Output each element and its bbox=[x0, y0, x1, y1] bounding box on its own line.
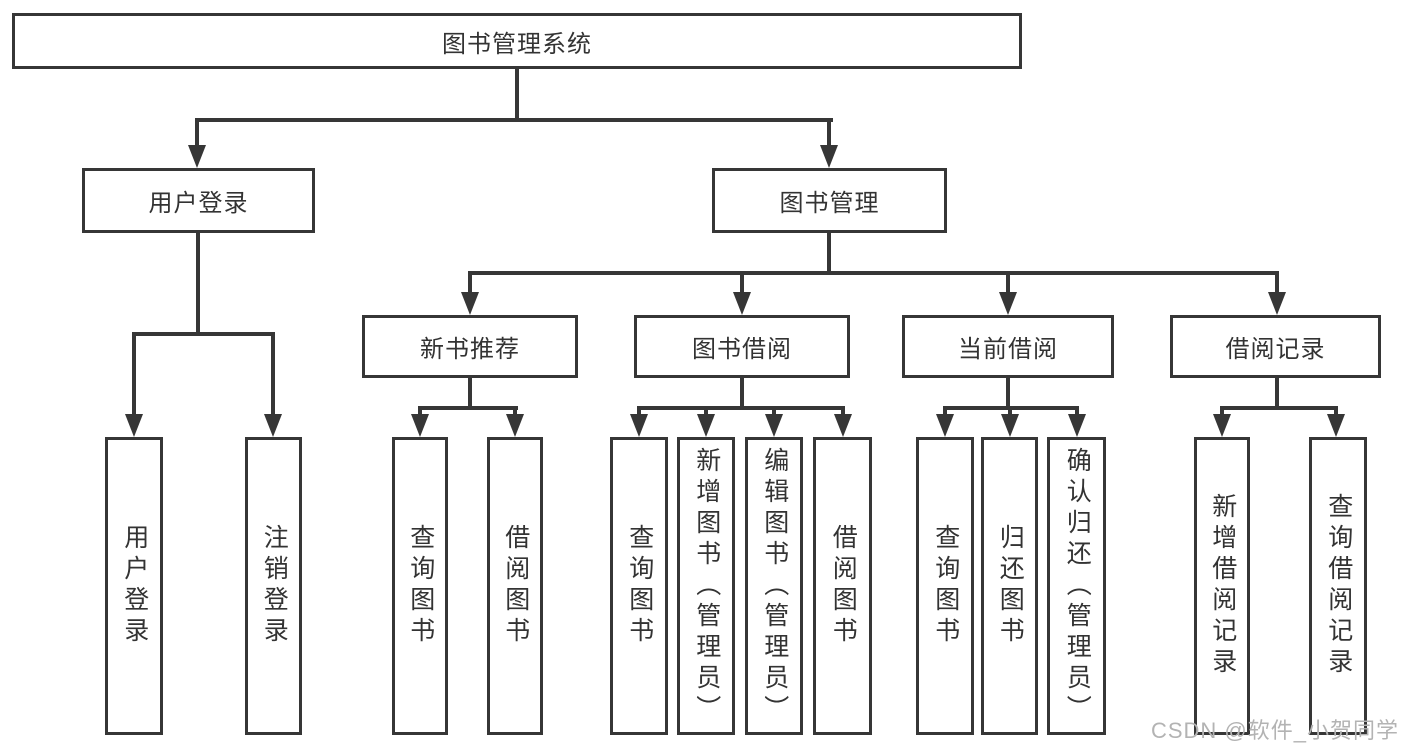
node-new-book-recommend: 新书推荐 bbox=[362, 315, 578, 378]
edge-nbr-leaf1-stem bbox=[418, 406, 422, 416]
leaf-user-login: 用户登录 bbox=[105, 437, 163, 735]
node-user-login: 用户登录 bbox=[82, 168, 315, 233]
arrowhead-borrow-record bbox=[1268, 292, 1286, 315]
edge-login-leaf2-stem bbox=[271, 332, 275, 416]
leaf-cb-search-books: 查询图书 bbox=[916, 437, 974, 735]
edge-cb-leaf1-stem bbox=[943, 406, 947, 416]
arrowhead-bb-leaf2 bbox=[697, 414, 715, 437]
edge-current-borrow-stem bbox=[1006, 271, 1010, 295]
edge-bb-leaf1-stem bbox=[637, 406, 641, 416]
leaf-logout-label: 注销登录 bbox=[260, 524, 289, 648]
edge-to-user-login-stem bbox=[195, 118, 199, 148]
edge-book-mgmt-trunk bbox=[827, 233, 831, 275]
leaf-bb-search-books-label: 查询图书 bbox=[625, 524, 654, 648]
leaf-bb-search-books: 查询图书 bbox=[610, 437, 668, 735]
node-current-borrowing: 当前借阅 bbox=[902, 315, 1114, 378]
leaf-cb-return-books: 归还图书 bbox=[981, 437, 1038, 735]
edge-book-mgmt-split bbox=[468, 271, 1279, 275]
leaf-cb-return-books-label: 归还图书 bbox=[996, 524, 1025, 648]
arrowhead-bb-leaf3 bbox=[765, 414, 783, 437]
leaf-br-add-record-label: 新增借阅记录 bbox=[1208, 493, 1237, 679]
node-book-borrowing-label: 图书借阅 bbox=[692, 336, 792, 363]
leaf-bb-add-books-admin-label: 新增图书（管理员） bbox=[692, 446, 721, 726]
arrowhead-book-borrow bbox=[733, 292, 751, 315]
edge-bb-leaf3-stem bbox=[772, 406, 776, 416]
node-new-book-recommend-label: 新书推荐 bbox=[420, 336, 520, 363]
arrowhead-book-mgmt bbox=[820, 145, 838, 168]
node-book-management: 图书管理 bbox=[712, 168, 947, 233]
arrowhead-login-leaf2 bbox=[264, 414, 282, 437]
edge-user-login-trunk bbox=[196, 233, 200, 336]
edge-cb-leaf3-stem bbox=[1075, 406, 1079, 416]
csdn-watermark: CSDN @软件_小贺同学 bbox=[1150, 718, 1399, 743]
arrowhead-login-leaf1 bbox=[125, 414, 143, 437]
arrowhead-current-borrow bbox=[999, 292, 1017, 315]
edge-root-split bbox=[195, 118, 833, 122]
edge-br-leaf1-stem bbox=[1220, 406, 1224, 416]
leaf-nbr-borrow-books: 借阅图书 bbox=[487, 437, 543, 735]
leaf-bb-add-books-admin: 新增图书（管理员） bbox=[677, 437, 735, 735]
leaf-br-search-record: 查询借阅记录 bbox=[1309, 437, 1367, 735]
edge-nbr-trunk bbox=[468, 378, 472, 410]
arrowhead-cb-leaf1 bbox=[936, 414, 954, 437]
edge-book-borrow-stem bbox=[740, 271, 744, 295]
edge-nbr-leaf2-stem bbox=[513, 406, 517, 416]
arrowhead-br-leaf1 bbox=[1213, 414, 1231, 437]
leaf-bb-edit-books-admin-label: 编辑图书（管理员） bbox=[760, 446, 789, 726]
leaf-nbr-search-books-label: 查询图书 bbox=[406, 524, 435, 648]
leaf-user-login-label: 用户登录 bbox=[120, 524, 149, 648]
leaf-nbr-search-books: 查询图书 bbox=[392, 437, 448, 735]
leaf-cb-confirm-return-admin: 确认归还（管理员） bbox=[1047, 437, 1106, 735]
leaf-br-search-record-label: 查询借阅记录 bbox=[1324, 493, 1353, 679]
leaf-cb-confirm-return-admin-label: 确认归还（管理员） bbox=[1063, 446, 1092, 726]
node-book-borrowing: 图书借阅 bbox=[634, 315, 850, 378]
edge-bb-split bbox=[637, 406, 845, 410]
edge-br-leaf2-stem bbox=[1334, 406, 1338, 416]
node-book-management-label: 图书管理 bbox=[779, 190, 880, 217]
edge-to-book-mgmt-stem bbox=[827, 118, 831, 148]
leaf-cb-search-books-label: 查询图书 bbox=[931, 524, 960, 648]
edge-br-trunk bbox=[1275, 378, 1279, 410]
leaf-br-add-record: 新增借阅记录 bbox=[1194, 437, 1250, 735]
node-borrowing-records-label: 借阅记录 bbox=[1225, 336, 1326, 363]
edge-borrow-record-stem bbox=[1275, 271, 1279, 295]
node-borrowing-records: 借阅记录 bbox=[1170, 315, 1381, 378]
edge-bb-leaf4-stem bbox=[841, 406, 845, 416]
arrowhead-br-leaf2 bbox=[1327, 414, 1345, 437]
leaf-nbr-borrow-books-label: 借阅图书 bbox=[501, 524, 530, 648]
arrowhead-nbr-leaf2 bbox=[506, 414, 524, 437]
arrowhead-new-book bbox=[461, 292, 479, 315]
edge-br-split bbox=[1220, 406, 1338, 410]
edge-bb-trunk bbox=[740, 378, 744, 410]
node-user-login-label: 用户登录 bbox=[148, 190, 249, 217]
edge-new-book-stem bbox=[468, 271, 472, 295]
edge-nbr-split bbox=[418, 406, 518, 410]
leaf-bb-borrow-books: 借阅图书 bbox=[813, 437, 872, 735]
node-root: 图书管理系统 bbox=[12, 13, 1022, 69]
leaf-bb-borrow-books-label: 借阅图书 bbox=[829, 524, 858, 648]
arrowhead-cb-leaf2 bbox=[1001, 414, 1019, 437]
edge-cb-leaf2-stem bbox=[1008, 406, 1012, 416]
arrowhead-bb-leaf4 bbox=[834, 414, 852, 437]
edge-root-trunk bbox=[515, 67, 519, 122]
node-root-label: 图书管理系统 bbox=[442, 30, 592, 58]
leaf-bb-edit-books-admin: 编辑图书（管理员） bbox=[745, 437, 803, 735]
arrowhead-bb-leaf1 bbox=[630, 414, 648, 437]
node-current-borrowing-label: 当前借阅 bbox=[958, 336, 1058, 363]
edge-cb-trunk bbox=[1006, 378, 1010, 410]
leaf-logout: 注销登录 bbox=[245, 437, 302, 735]
edge-bb-leaf2-stem bbox=[704, 406, 708, 416]
arrowhead-nbr-leaf1 bbox=[411, 414, 429, 437]
arrowhead-user-login bbox=[188, 145, 206, 168]
edge-login-leaf1-stem bbox=[132, 332, 136, 416]
arrowhead-cb-leaf3 bbox=[1068, 414, 1086, 437]
edge-user-login-split bbox=[132, 332, 275, 336]
